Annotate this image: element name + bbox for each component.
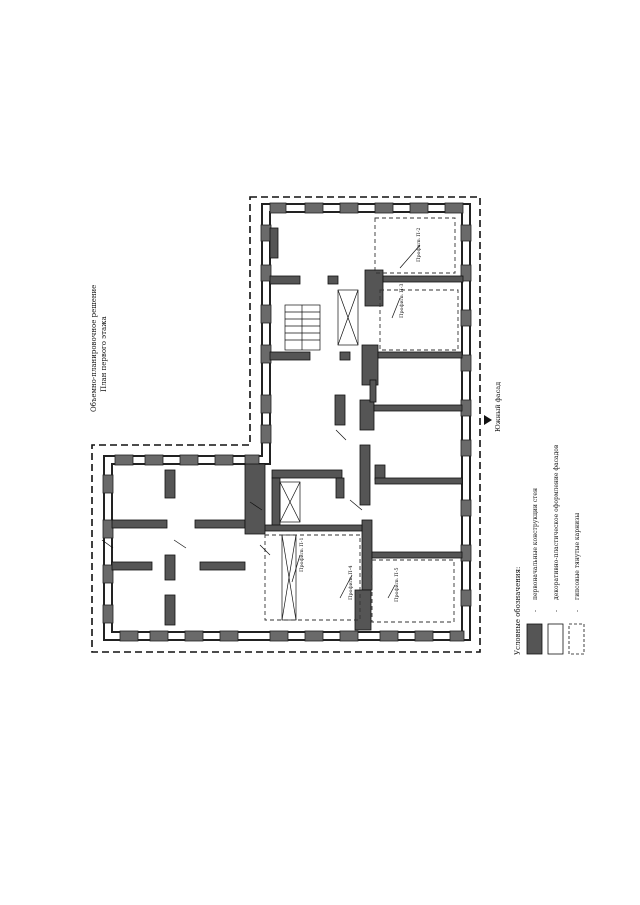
legend-item-3: гипсовые тянутые карнизы (574, 513, 581, 600)
heading-line2: План первого этажа (100, 316, 108, 392)
staircase-upper (284, 304, 321, 351)
interior-walls (111, 227, 464, 631)
legend-swatch-walls (526, 623, 543, 655)
cornice-tag-1: Профиль П-2 (415, 227, 422, 262)
legend-item-2: декоративно-пластическое оформление фаса… (553, 444, 560, 600)
legend-swatch-facade (547, 623, 564, 655)
cornice-tag-5: Профиль П-5 (393, 567, 400, 602)
staircase-hall (279, 289, 359, 621)
cornice-zones (264, 217, 459, 623)
outer-walls (103, 203, 471, 641)
cornice-tag-2: Профиль П-3 (398, 283, 405, 318)
south-facade-marker: Южный фасад (484, 382, 502, 432)
legend-dash-2: - (553, 610, 560, 612)
heading-line1: Объемно-планировочное решение (90, 285, 98, 412)
facade-arrow-icon (484, 415, 492, 425)
legend-item-1: первоначальные конструкции стен (532, 488, 539, 600)
facade-piers (102, 202, 472, 642)
legend-dash-1: - (532, 610, 539, 612)
legend: Условные обозначения: - первоначальные к… (514, 444, 585, 655)
cornice-tags (291, 244, 421, 599)
legend-title: Условные обозначения: (514, 567, 522, 655)
legend-dash-3: - (574, 610, 581, 612)
door-swings (101, 429, 363, 556)
building-boundary (91, 196, 481, 653)
legend-swatch-cornice (568, 623, 585, 655)
cornice-tag-labels: Профиль П-2 Профиль П-3 Профиль П-1 Проф… (298, 227, 422, 602)
cornice-tag-3: Профиль П-1 (298, 537, 305, 572)
south-facade-label: Южный фасад (494, 382, 502, 432)
cornice-tag-4: Профиль П-4 (347, 565, 354, 600)
